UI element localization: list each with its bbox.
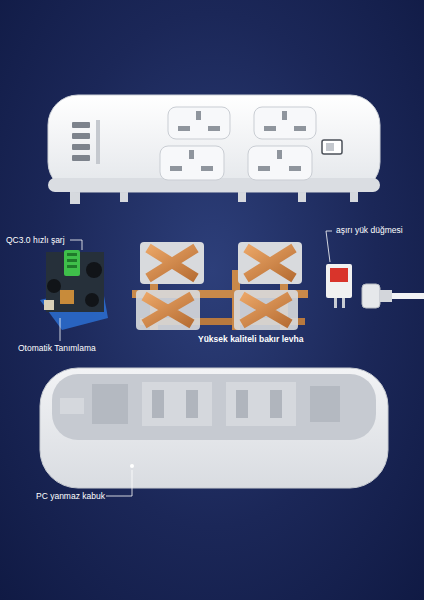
- callout-label: aşırı yük düğmesi: [336, 225, 403, 235]
- socket-faces-part: [178, 126, 190, 131]
- charger-pcb-part: [67, 259, 77, 262]
- bottom-housing-part: [60, 398, 84, 414]
- socket-faces-part: [264, 126, 276, 131]
- socket-faces-part: [208, 126, 220, 131]
- callout-label: QC3.0 hızlı şarj: [6, 235, 65, 245]
- socket-faces-part: [294, 126, 306, 131]
- leader-lines-part: [60, 318, 61, 341]
- bottom-housing: [40, 368, 388, 488]
- usb-ports-part: [72, 133, 90, 139]
- charger-pcb-part: [86, 262, 102, 278]
- bottom-housing-part: [52, 374, 376, 440]
- copper-plates: [132, 242, 308, 330]
- socket-faces-part: [258, 166, 270, 171]
- power-cable-part: [362, 284, 380, 308]
- usb-ports-part: [72, 155, 90, 161]
- socket-faces-part: [160, 146, 224, 180]
- charger-pcb-part: [67, 253, 77, 256]
- overload-switch: [326, 264, 352, 308]
- leader-lines-part: [70, 240, 82, 250]
- charger-pcb-part: [64, 250, 80, 276]
- power-cable: [362, 284, 424, 308]
- bottom-housing-part: [92, 384, 128, 424]
- bottom-housing-part: [270, 390, 282, 418]
- leader-lines-part: [106, 470, 132, 496]
- copper-plates-part: [140, 242, 204, 284]
- charger-pcb-part: [60, 290, 74, 304]
- power-cable-part: [380, 290, 392, 302]
- usb-ports: [72, 120, 100, 164]
- socket-faces-part: [189, 150, 194, 159]
- copper-plates-part: [234, 290, 298, 330]
- socket-faces-part: [201, 166, 213, 171]
- power-cable-part: [392, 293, 424, 299]
- callout-label: Otomatik Tanımlama: [18, 343, 96, 353]
- charger-pcb-part: [44, 300, 54, 310]
- socket-faces-part: [282, 111, 287, 120]
- bottom-housing-part: [236, 390, 248, 418]
- socket-faces-part: [254, 107, 316, 139]
- cover-switch-part: [326, 143, 334, 151]
- bottom-housing-part: [142, 382, 212, 426]
- copper-plates-part: [242, 296, 290, 324]
- top-cover-part: [48, 95, 380, 192]
- charger-pcb-part: [85, 293, 99, 307]
- bottom-housing-part: [130, 464, 134, 468]
- usb-ports-part: [72, 144, 90, 150]
- leader-lines-part: [326, 231, 332, 262]
- socket-faces-part: [277, 150, 282, 159]
- copper-plates-part: [238, 242, 302, 284]
- charger-pcb-part: [67, 265, 77, 268]
- bottom-housing-part: [226, 382, 296, 426]
- bottom-housing-part: [310, 386, 340, 422]
- callout-label: Yüksek kaliteli bakır levha: [198, 334, 303, 344]
- bottom-housing-part: [40, 368, 388, 488]
- usb-ports-part: [96, 120, 100, 164]
- charger-pcb-part: [46, 252, 104, 312]
- cover-switch: [322, 140, 342, 154]
- copper-plates-part: [136, 290, 200, 330]
- overload-switch-part: [330, 268, 348, 282]
- socket-faces-part: [196, 111, 201, 120]
- cover-switch-part: [322, 140, 342, 154]
- charger-pcb: [40, 250, 108, 330]
- socket-faces-part: [170, 166, 182, 171]
- callout-label: PC yanmaz kabuk: [36, 491, 105, 501]
- socket-faces-part: [168, 107, 230, 139]
- bottom-housing-part: [186, 390, 198, 418]
- socket-faces-part: [289, 166, 301, 171]
- overload-switch-part: [342, 298, 345, 308]
- copper-plates-part: [246, 248, 294, 278]
- overload-switch-part: [334, 298, 337, 308]
- copper-plates-part: [144, 296, 192, 324]
- overload-switch-part: [326, 264, 352, 298]
- leader-lines: [60, 231, 332, 496]
- usb-ports-part: [72, 122, 90, 128]
- top-cover: [48, 95, 380, 204]
- copper-plates-part: [148, 248, 196, 278]
- charger-pcb-part: [47, 279, 61, 293]
- socket-faces: [160, 107, 316, 180]
- socket-faces-part: [248, 146, 312, 180]
- bottom-housing-part: [152, 390, 164, 418]
